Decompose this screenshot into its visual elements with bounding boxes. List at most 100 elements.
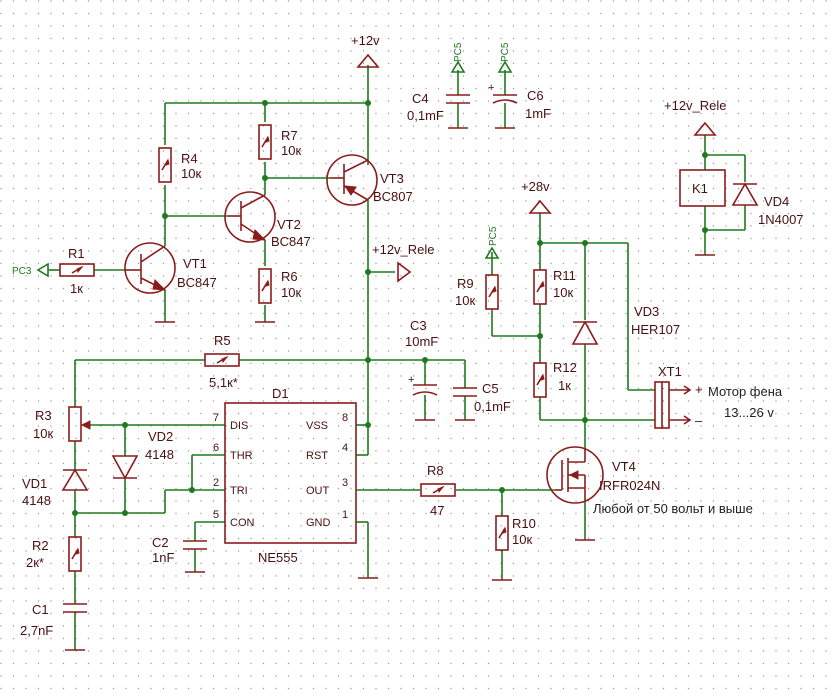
svg-text:HER107: HER107 — [631, 322, 680, 337]
capacitor-c3: + C3 10mF — [405, 318, 438, 396]
net-pc5-c4: PC5 — [450, 42, 466, 73]
resistor-r4: R4 10к — [158, 147, 201, 183]
svg-text:10к: 10к — [512, 532, 532, 547]
svg-text:BC847: BC847 — [177, 275, 217, 290]
svg-text:R11: R11 — [553, 268, 576, 283]
resistor-r7: R7 10к — [258, 124, 301, 160]
svg-text:R10: R10 — [512, 516, 536, 531]
svg-text:1mF: 1mF — [525, 106, 551, 121]
potentiometer-r3: R3 10к — [33, 406, 91, 442]
svg-text:8: 8 — [342, 412, 348, 424]
svg-text:4148: 4148 — [22, 493, 51, 508]
transistor-vt3: VT3 BC807 — [326, 154, 413, 206]
svg-text:THR: THR — [230, 450, 253, 462]
svg-text:10к: 10к — [33, 426, 53, 441]
svg-text:2: 2 — [213, 477, 219, 489]
svg-text:R12: R12 — [553, 360, 577, 375]
net-pc5-r9: PC5 — [484, 226, 500, 259]
svg-text:C3: C3 — [410, 318, 427, 333]
svg-text:5: 5 — [213, 509, 219, 521]
diode-vd1: VD1 4148 — [22, 468, 89, 508]
vt4-note: Любой от 50 вольт и выше — [593, 501, 753, 516]
capacitor-c5: C5 0,1mF — [453, 381, 511, 414]
svg-text:10к: 10к — [281, 143, 301, 158]
resistor-r9: R9 10к — [455, 274, 499, 310]
svg-text:R9: R9 — [457, 276, 474, 291]
svg-text:CON: CON — [230, 517, 255, 529]
svg-text:GND: GND — [306, 517, 331, 529]
svg-text:K1: K1 — [692, 181, 708, 196]
capacitor-c4: C4 0,1mF — [407, 91, 470, 123]
svg-text:RST: RST — [306, 450, 328, 462]
svg-text:1: 1 — [342, 509, 348, 521]
svg-text:4: 4 — [342, 442, 348, 454]
svg-text:47: 47 — [430, 503, 444, 518]
capacitor-c1: C1 2,7nF — [20, 602, 87, 638]
relay-k1: K1 — [679, 169, 726, 207]
mosfet-vt4: VT4 IRFR024N — [546, 446, 660, 504]
resistor-r2: R2 2к* — [26, 536, 82, 572]
diode-vd4: VD4 1N4007 — [731, 182, 804, 227]
svg-text:VT3: VT3 — [380, 171, 404, 186]
svg-text:OUT: OUT — [306, 485, 330, 497]
ground-markers — [65, 127, 595, 651]
svg-text:+: + — [408, 374, 414, 386]
svg-text:R5: R5 — [214, 333, 231, 348]
diode-vd3: VD3 HER107 — [571, 304, 680, 345]
connector-range: 13...26 v — [724, 405, 774, 420]
svg-text:R8: R8 — [427, 463, 444, 478]
svg-text:C6: C6 — [527, 88, 544, 103]
svg-text:DIS: DIS — [230, 420, 248, 432]
svg-text:R4: R4 — [181, 151, 198, 166]
svg-text:1к: 1к — [558, 378, 571, 393]
label-28v: +28v — [521, 179, 550, 194]
net-pc5-c6: PC5 — [497, 42, 513, 73]
svg-text:0,1mF: 0,1mF — [407, 108, 444, 123]
svg-text:6: 6 — [213, 442, 219, 454]
diode-vd2: VD2 4148 — [111, 429, 174, 480]
resistor-r8: R8 47 — [420, 463, 456, 518]
resistor-r12: R12 1к — [533, 360, 577, 398]
connector-label: Мотор фена — [708, 384, 783, 399]
svg-text:R6: R6 — [281, 269, 298, 284]
svg-text:3: 3 — [342, 477, 348, 489]
ic-value: NE555 — [258, 550, 298, 565]
label-pc5-r9: PC5 — [488, 226, 499, 246]
svg-text:0,1mF: 0,1mF — [474, 399, 511, 414]
ic-ref: D1 — [272, 386, 289, 401]
resistor-r6: R6 10к — [258, 268, 301, 304]
svg-text:10к: 10к — [181, 166, 201, 181]
svg-text:10к: 10к — [553, 285, 573, 300]
svg-text:+: + — [488, 82, 494, 94]
svg-text:C2: C2 — [152, 535, 169, 550]
label-12v-rele-top: +12v_Rele — [664, 98, 727, 113]
svg-text:BC847: BC847 — [271, 234, 311, 249]
svg-text:VD1: VD1 — [22, 476, 47, 491]
connector-xt1: XT1 + – Мотор фена 13...26 v — [654, 364, 783, 429]
resistor-r10: R10 10к — [495, 515, 536, 551]
svg-text:1к: 1к — [70, 281, 83, 296]
power-rele-top: +12v_Rele — [664, 98, 727, 136]
svg-text:2к*: 2к* — [26, 555, 44, 570]
svg-text:10к: 10к — [281, 285, 301, 300]
svg-text:C5: C5 — [482, 381, 499, 396]
svg-text:BC807: BC807 — [373, 189, 413, 204]
svg-text:7: 7 — [213, 412, 219, 424]
power-rele-mid: +12v_Rele — [372, 242, 435, 283]
svg-text:TRI: TRI — [230, 485, 248, 497]
svg-text:VD2: VD2 — [148, 429, 173, 444]
junctions — [72, 100, 708, 516]
svg-text:4148: 4148 — [145, 447, 174, 462]
svg-text:R1: R1 — [68, 246, 85, 261]
svg-text:1nF: 1nF — [152, 550, 174, 565]
ic-ne555: D1 NE555 7 DIS 6 THR 2 TRI 5 CON 8 VSS 4… — [213, 386, 357, 565]
svg-text:VT2: VT2 — [277, 217, 301, 232]
svg-text:IRFR024N: IRFR024N — [599, 478, 660, 493]
svg-text:VT1: VT1 — [183, 256, 207, 271]
svg-text:XT1: XT1 — [658, 364, 682, 379]
svg-text:R2: R2 — [32, 538, 49, 553]
label-pc5-c4: PC5 — [453, 42, 464, 62]
svg-text:C1: C1 — [32, 602, 49, 617]
svg-text:1N4007: 1N4007 — [758, 212, 804, 227]
